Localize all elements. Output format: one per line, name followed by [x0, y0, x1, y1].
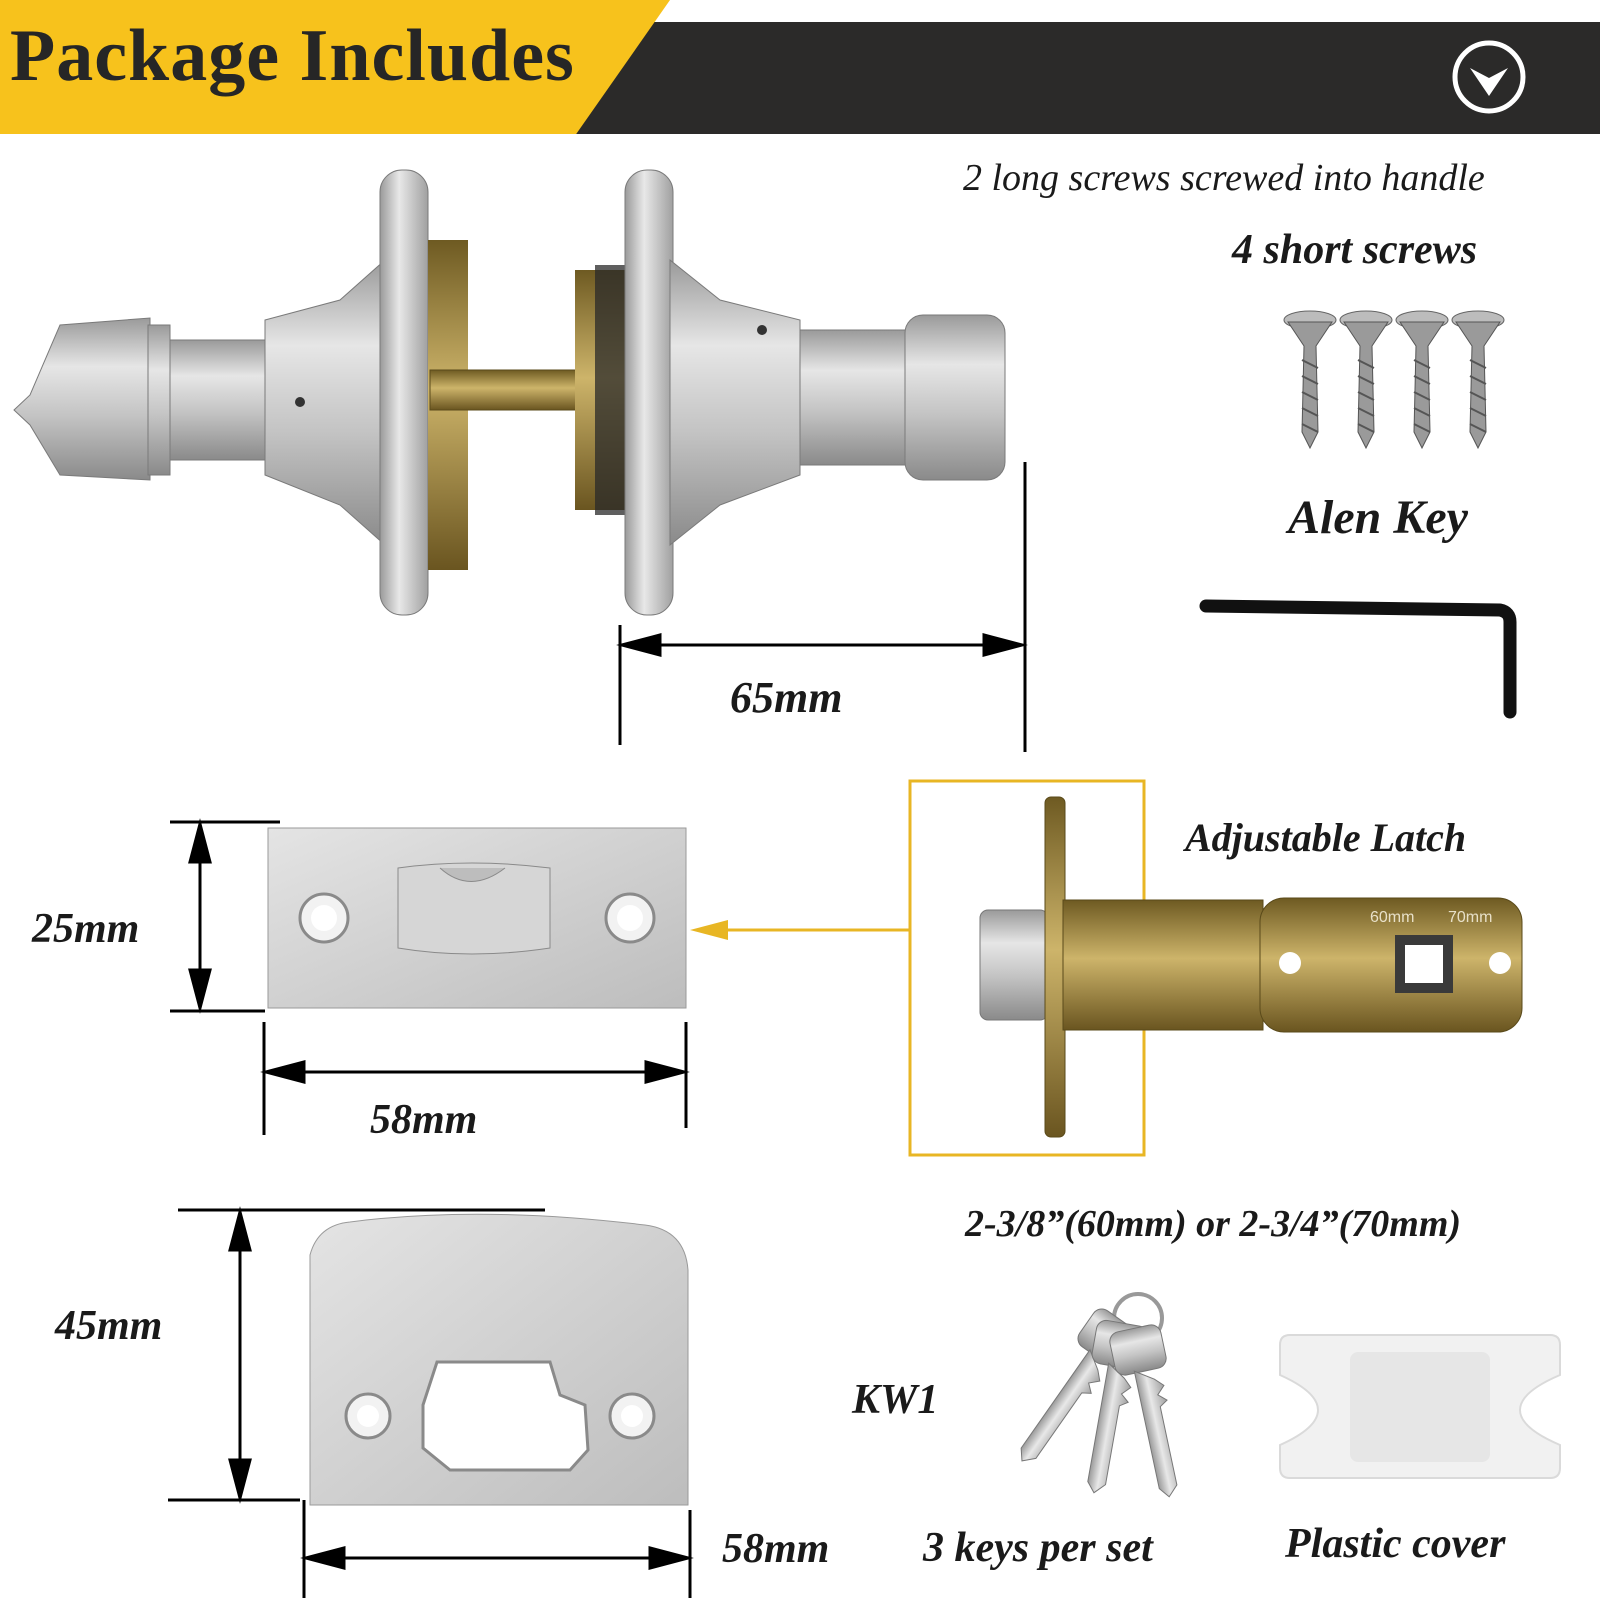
- knob-depth-label: 65mm: [730, 673, 843, 722]
- long-screws-note: 2 long screws screwed into handle: [963, 157, 1485, 199]
- header-accent: [0, 0, 670, 134]
- plastic-cover-label: Plastic cover: [1285, 1521, 1506, 1567]
- key-code-label: KW1: [852, 1377, 939, 1423]
- latch-marking-70: 70mm: [1448, 909, 1492, 926]
- backset-label: 2-3/8”(60mm) or 2-3/4”(70mm): [965, 1203, 1462, 1245]
- dimension-plate-width: [260, 1022, 690, 1135]
- strike-height-label: 45mm: [55, 1303, 163, 1349]
- adjustable-latch: 60mm 70mm: [979, 796, 1523, 1138]
- page-title: Package Includes: [10, 15, 575, 97]
- keys-label: 3 keys per set: [923, 1525, 1153, 1571]
- strike-width-label: 58mm: [722, 1526, 830, 1572]
- chevron-down-icon[interactable]: [1450, 38, 1528, 116]
- short-screws-label: 4 short screws: [1232, 227, 1478, 273]
- dimension-strike-height: [168, 1206, 545, 1504]
- strike-plate: [309, 1213, 689, 1506]
- latch-face-plate: [267, 827, 687, 1009]
- allen-key-label: Alen Key: [1288, 491, 1468, 544]
- latch-plate-width-label: 58mm: [370, 1097, 478, 1143]
- dimension-strike-width: [300, 1500, 694, 1598]
- adjustable-latch-label: Adjustable Latch: [1185, 815, 1467, 860]
- latch-plate-height-label: 25mm: [32, 906, 140, 952]
- keys: [1020, 1292, 1178, 1498]
- door-knob-set: [13, 169, 1006, 616]
- dimension-knob-depth: [616, 462, 1028, 752]
- short-screws: [1283, 310, 1505, 450]
- allen-key: [1199, 599, 1517, 719]
- dimension-plate-height: [170, 818, 280, 1014]
- latch-marking-60: 60mm: [1370, 909, 1414, 926]
